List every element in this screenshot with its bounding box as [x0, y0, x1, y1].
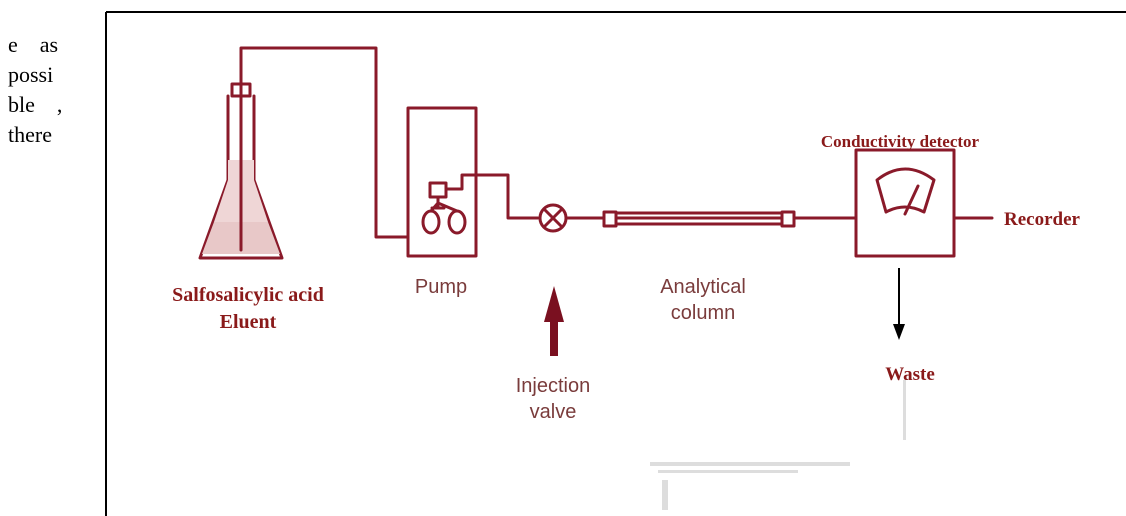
injection-valve-icon: [538, 203, 568, 233]
side-text-line: e as: [8, 32, 59, 57]
eluent-tube: [239, 46, 410, 239]
pump-head-icon: [421, 173, 540, 235]
injection-label-line2: valve: [530, 401, 577, 423]
side-text: e as possi ble , there: [8, 30, 96, 150]
column-label-line1: Analytical: [660, 276, 746, 298]
scan-noise: [650, 380, 906, 510]
eluent-label-line1: Salfosalicylic acid: [172, 284, 324, 306]
side-text-line: there: [8, 122, 52, 147]
recorder-label: Recorder: [1004, 209, 1081, 230]
side-text-line: ble ,: [8, 92, 63, 117]
waste-arrow-icon: [893, 268, 905, 340]
analytical-column: [602, 210, 804, 228]
detector-meter-icon: [875, 167, 936, 216]
eluent-flask-icon: [198, 82, 284, 260]
waste-label: Waste: [885, 364, 935, 385]
injection-arrow-icon: [544, 286, 564, 356]
eluent-label-line2: Eluent: [220, 311, 277, 333]
injection-label-line1: Injection: [516, 375, 591, 397]
detector-label: Conductivity detector: [821, 132, 980, 151]
pump-label: Pump: [415, 276, 467, 298]
column-label-line2: column: [671, 302, 735, 324]
side-text-line: possi: [8, 62, 54, 87]
